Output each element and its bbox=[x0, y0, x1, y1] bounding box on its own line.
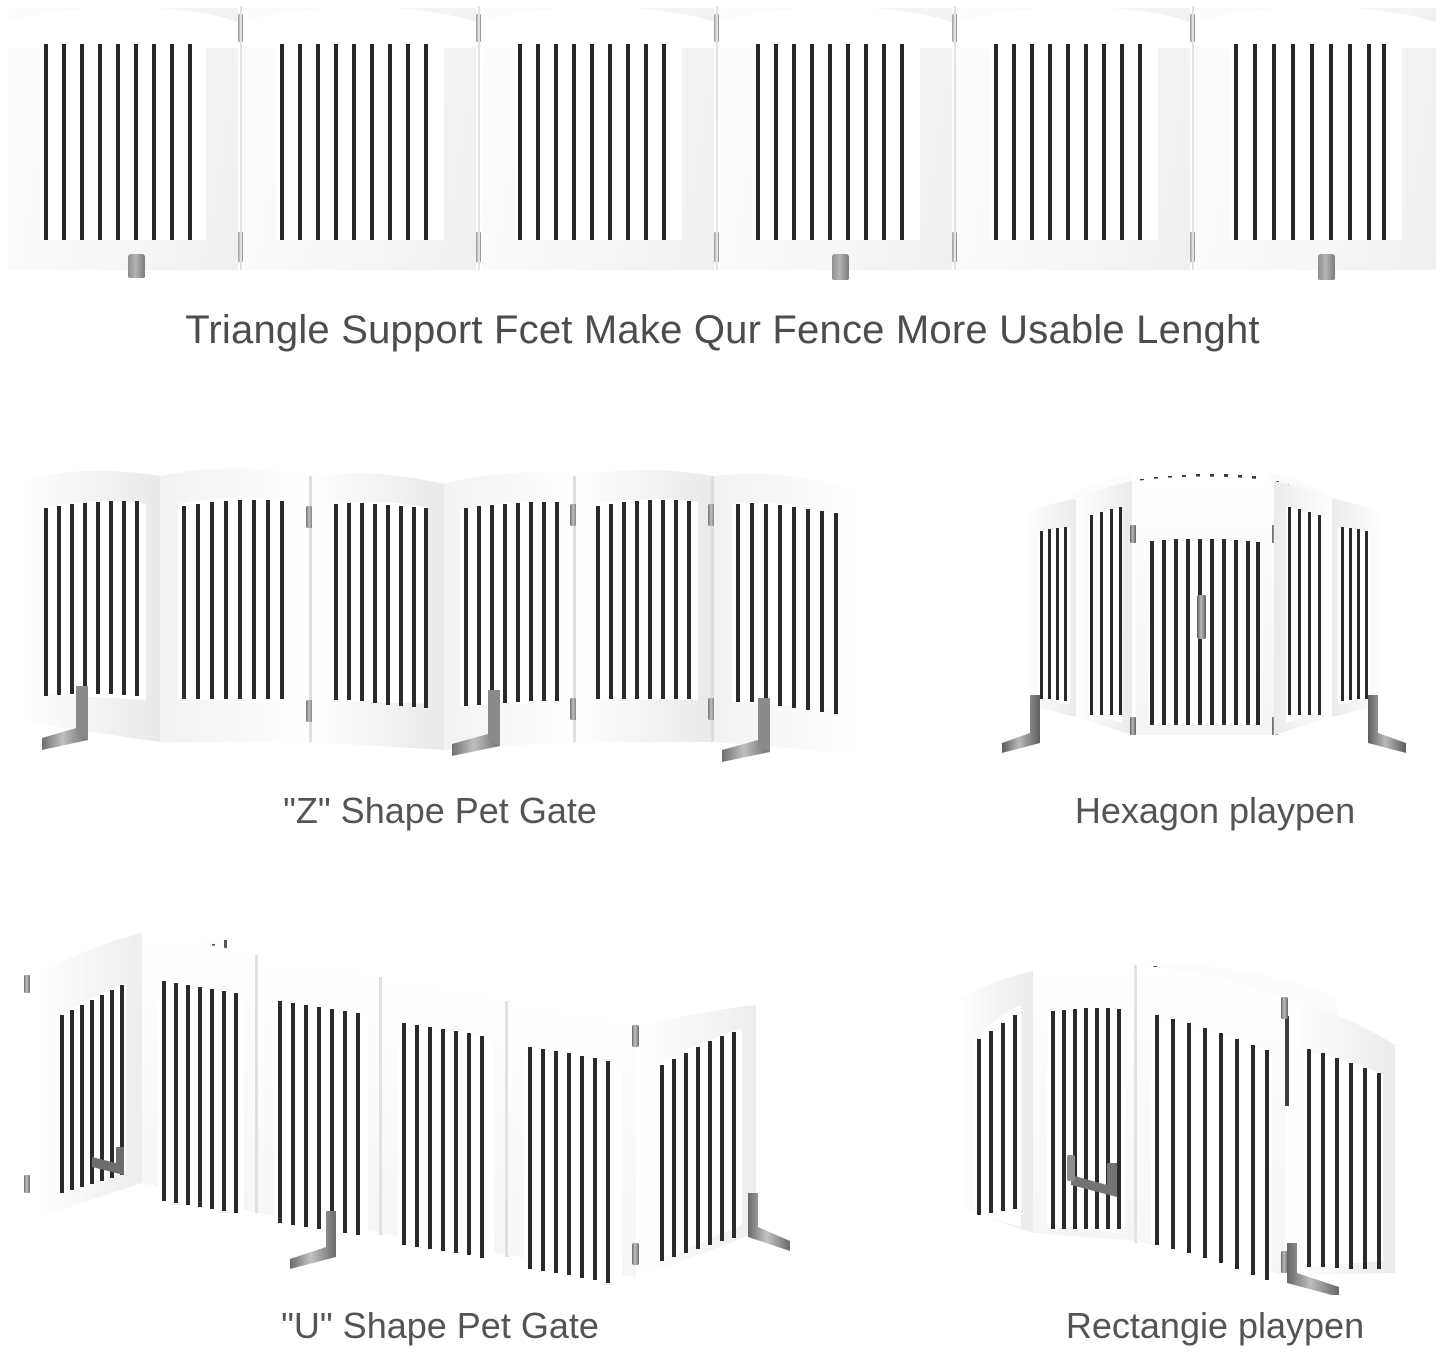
z-shape-gate-illustration bbox=[0, 450, 960, 770]
slat-window bbox=[752, 44, 920, 240]
hexagon-drawing bbox=[1002, 468, 1406, 753]
u-shape-gate-illustration bbox=[0, 925, 900, 1285]
triangle-support-foot bbox=[722, 698, 770, 762]
slat-window bbox=[276, 44, 444, 240]
main-caption: Triangle Support Fcet Make Qur Fence Mor… bbox=[185, 308, 1260, 352]
fence-panel bbox=[1289, 999, 1395, 1275]
panel-hinge bbox=[1130, 717, 1136, 735]
slat-window bbox=[990, 44, 1158, 240]
fence-panel bbox=[1137, 965, 1285, 1285]
triangle-support-foot bbox=[748, 1193, 790, 1251]
gate-latch bbox=[1067, 1155, 1075, 1181]
slat-window bbox=[514, 44, 682, 240]
panel-edge bbox=[573, 476, 576, 742]
support-foot bbox=[832, 254, 849, 280]
panel-edge bbox=[711, 476, 714, 742]
panel-arch bbox=[720, 8, 952, 48]
triangle-support-foot bbox=[1287, 1243, 1339, 1297]
u-shape-caption: "U" Shape Pet Gate bbox=[281, 1305, 599, 1346]
panel-edge bbox=[1134, 965, 1138, 1243]
rectangle-drawing bbox=[957, 962, 1395, 1297]
triangle-support-foot bbox=[42, 686, 88, 750]
panel-hinge bbox=[1281, 997, 1288, 1019]
fence-panel bbox=[576, 470, 712, 742]
hexagon-caption: Hexagon playpen bbox=[1074, 790, 1356, 831]
fence-panel bbox=[1196, 8, 1436, 280]
panel-hinge bbox=[632, 1243, 639, 1265]
fence-panel bbox=[1033, 964, 1137, 1241]
fence-panel bbox=[22, 470, 160, 742]
panel-hinge bbox=[570, 698, 577, 720]
fence-panel bbox=[958, 8, 1190, 270]
fence-panel bbox=[8, 8, 238, 278]
rectangle-caption: Rectangie playpen bbox=[1065, 1305, 1365, 1346]
fence-panel bbox=[160, 468, 310, 742]
z-gate-drawing bbox=[22, 468, 856, 762]
fence-panel bbox=[508, 1001, 636, 1283]
fence-panel bbox=[244, 8, 476, 270]
panel-arch bbox=[482, 8, 714, 48]
rectangle-playpen-illustration bbox=[935, 955, 1415, 1297]
panel-hinge bbox=[306, 506, 313, 528]
fence-panel-gate bbox=[1136, 476, 1274, 735]
slat-window bbox=[1230, 44, 1402, 240]
panel-arch bbox=[244, 8, 476, 48]
panel-hinge bbox=[306, 700, 313, 722]
fence-panel bbox=[1274, 481, 1332, 735]
panel-hinge bbox=[632, 1025, 639, 1047]
u-gate-drawing bbox=[24, 933, 790, 1283]
triangle-support-foot bbox=[452, 690, 500, 756]
fence-panel bbox=[720, 8, 952, 280]
panel-edge bbox=[379, 977, 383, 1235]
panel-hinge bbox=[1281, 1251, 1288, 1273]
panel-hinge bbox=[24, 1175, 30, 1193]
z-shape-caption: "Z" Shape Pet Gate bbox=[283, 790, 597, 831]
panel-arch bbox=[1196, 8, 1436, 48]
panel-hinge bbox=[24, 975, 30, 993]
triangle-support-foot bbox=[290, 1211, 336, 1269]
slat-window bbox=[40, 44, 206, 240]
fence-panel bbox=[38, 933, 142, 1217]
panel-arch bbox=[958, 8, 1190, 48]
fence-panel bbox=[444, 472, 574, 750]
panel-hinge bbox=[708, 504, 715, 526]
fence-panel bbox=[142, 933, 258, 1215]
panel-hinge bbox=[708, 698, 715, 720]
triangle-support-foot bbox=[1071, 1163, 1117, 1197]
triangle-support-foot bbox=[92, 1147, 124, 1175]
support-foot bbox=[128, 254, 145, 278]
panel-arch bbox=[8, 8, 238, 48]
panel-edge bbox=[255, 955, 259, 1213]
fence-panel bbox=[1332, 499, 1382, 717]
panel-hinge bbox=[1130, 525, 1136, 543]
hexagon-playpen-illustration bbox=[1000, 455, 1430, 765]
fence-panel bbox=[640, 1005, 756, 1277]
panel-edge bbox=[309, 476, 312, 742]
fence-panel bbox=[714, 473, 856, 754]
support-foot bbox=[1318, 254, 1335, 280]
triangle-support-foot bbox=[1368, 695, 1406, 753]
top-strip-illustration bbox=[0, 0, 1445, 285]
gate-latch bbox=[1197, 595, 1206, 639]
fence-panel bbox=[382, 977, 508, 1259]
fence-panel bbox=[482, 8, 714, 270]
triangle-support-foot bbox=[1002, 695, 1040, 753]
fence-panel bbox=[258, 955, 382, 1237]
fence-panel bbox=[312, 473, 444, 750]
fence-panel bbox=[1076, 481, 1132, 735]
fence-panel bbox=[1026, 499, 1076, 717]
panel-edge bbox=[505, 1001, 509, 1257]
fence-panel bbox=[957, 971, 1033, 1233]
panel-hinge bbox=[570, 504, 577, 526]
